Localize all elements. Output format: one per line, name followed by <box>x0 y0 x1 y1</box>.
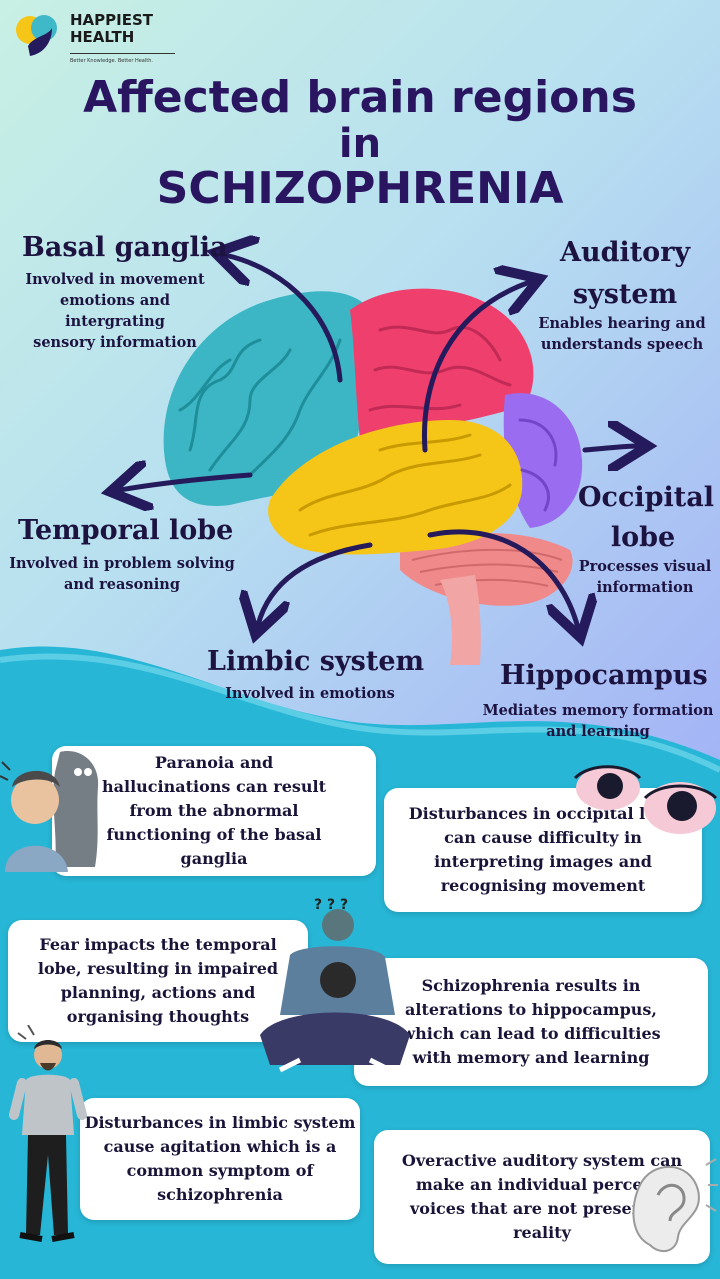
desc-basal-ganglia-line: sensory information <box>33 334 197 351</box>
agitated-person-icon <box>9 1025 87 1242</box>
frontal-lobe-shape <box>163 291 371 506</box>
occipital-gyri <box>518 418 558 512</box>
card-text-line: with memory and learning <box>412 1048 650 1067</box>
region-arrows <box>0 0 720 700</box>
desc-auditory-system: Enables hearing and understands speech <box>532 313 712 355</box>
card-text-line: voices that are not present in <box>410 1199 674 1218</box>
card-text-line: Fear impacts the temporal <box>39 935 277 954</box>
desc-auditory-line: Enables hearing and <box>538 315 706 332</box>
card-text-line: from the abnormal <box>129 801 299 820</box>
arrow-auditory <box>421 282 530 453</box>
title-line1: Affected brain regions <box>83 72 637 123</box>
card-text-line: alterations to hippocampus, <box>405 1000 657 1019</box>
arrow-limbic <box>258 542 373 625</box>
desc-temporal-line: and reasoning <box>64 576 180 593</box>
desc-basal-ganglia-line: emotions and intergrating <box>60 292 170 330</box>
desc-hippocampus-line: Mediates memory formation <box>482 702 714 719</box>
label-auditory-line1: Auditory <box>560 237 691 268</box>
arrow-hippocampus <box>427 529 578 628</box>
card-text-line: lobe, resulting in impaired <box>37 959 279 978</box>
desc-hippocampus: Mediates memory formation and learning <box>478 700 718 742</box>
desc-occipital-line: information <box>596 579 694 596</box>
card-text-line: ganglia <box>180 849 248 868</box>
label-limbic-system: Limbic system <box>207 646 425 677</box>
card-text-line: interpreting images and <box>434 852 652 871</box>
label-temporal-lobe: Temporal lobe <box>18 515 234 546</box>
card-text-line: recognising movement <box>440 876 646 895</box>
label-auditory-line2: system <box>572 279 678 310</box>
card-text-line: reality <box>513 1223 571 1242</box>
paranoid-person-icon <box>0 751 99 872</box>
temporal-lobe-shape <box>268 420 523 555</box>
arrow-group <box>120 255 638 628</box>
card-text-line: Disturbances in limbic system <box>84 1113 356 1132</box>
title-line3: SCHIZOPHRENIA <box>156 163 564 214</box>
desc-temporal-lobe: Involved in problem solving and reasonin… <box>4 553 240 595</box>
brain-illustration <box>163 288 583 665</box>
desc-occipital-lobe: Processes visual information <box>575 556 715 598</box>
ear-icon <box>632 1158 718 1253</box>
label-hippocampus: Hippocampus <box>500 660 708 691</box>
label-occipital-lobe: Occipital lobe <box>578 478 715 558</box>
card-text-line: Paranoia and <box>154 753 274 772</box>
label-basal-ganglia: Basal ganglia <box>22 232 228 263</box>
card-text-line: which can lead to difficulties <box>401 1024 661 1043</box>
card-basal-ganglia: Paranoia and hallucinations can result f… <box>52 746 376 876</box>
brainstem-shape <box>440 575 481 665</box>
brand-name: HAPPIEST HEALTH <box>70 12 180 46</box>
parietal-gyri <box>368 325 512 412</box>
desc-auditory-line: understands speech <box>540 336 704 353</box>
card-text-line: make an individual perceive <box>415 1175 669 1194</box>
card-auditory-system: Overactive auditory system can make an i… <box>374 1130 710 1264</box>
card-occipital-lobe: Disturbances in occipital lobe can cause… <box>384 788 702 912</box>
desc-temporal-line: Involved in problem solving <box>9 555 235 572</box>
logo-divider <box>70 53 175 54</box>
card-hippocampus: Schizophrenia results in alterations to … <box>354 958 708 1086</box>
card-text-line: planning, actions and <box>60 983 256 1002</box>
question-marks-icon: ? ? ? <box>314 897 348 913</box>
label-auditory-system: Auditory system <box>560 232 690 316</box>
arrow-occipital <box>582 446 638 450</box>
card-text-line: hallucinations can result <box>102 777 326 796</box>
card-text-line: cause agitation which is a <box>103 1137 337 1156</box>
label-occipital-line1: Occipital <box>578 482 715 513</box>
card-text-line: organising thoughts <box>66 1007 250 1026</box>
brand-tagline: Better Knowledge. Better Health. <box>70 58 153 64</box>
card-text-line: schizophrenia <box>157 1185 283 1204</box>
desc-occipital-line: Processes visual <box>578 558 712 575</box>
brand-name-line1: HAPPIEST <box>70 11 154 29</box>
desc-hippocampus-line: and learning <box>546 723 650 740</box>
title-line2: in <box>338 121 382 167</box>
distressed-person-icon: ? ? ? <box>260 897 410 1073</box>
card-temporal-lobe: Fear impacts the temporal lobe, resultin… <box>8 920 308 1042</box>
eyes-icon <box>573 765 718 834</box>
card-text-line: Schizophrenia results in <box>421 976 641 995</box>
brand-name-line2: HEALTH <box>70 28 135 46</box>
arrow-temporal <box>120 475 253 490</box>
card-text-line: functioning of the basal <box>106 825 322 844</box>
card-text-line: common symptom of <box>126 1161 314 1180</box>
occipital-lobe-shape <box>503 393 583 528</box>
arrow-basal-ganglia <box>225 255 343 383</box>
card-text-line: can cause difficulty in <box>444 828 642 847</box>
brand-logo: HAPPIEST HEALTH Better Knowledge. Better… <box>8 6 178 66</box>
logo-mark-icon <box>16 15 57 56</box>
card-limbic-system: Disturbances in limbic system cause agit… <box>80 1098 360 1220</box>
desc-basal-ganglia: Involved in movement emotions and interg… <box>10 269 220 353</box>
desc-basal-ganglia-line: Involved in movement <box>25 271 205 288</box>
frontal-gyri <box>178 338 342 477</box>
card-text-line: Overactive auditory system can <box>401 1151 683 1170</box>
desc-limbic-line: Involved in emotions <box>225 685 395 702</box>
desc-limbic-system: Involved in emotions <box>200 683 420 704</box>
label-occipital-line2: lobe <box>610 522 676 553</box>
